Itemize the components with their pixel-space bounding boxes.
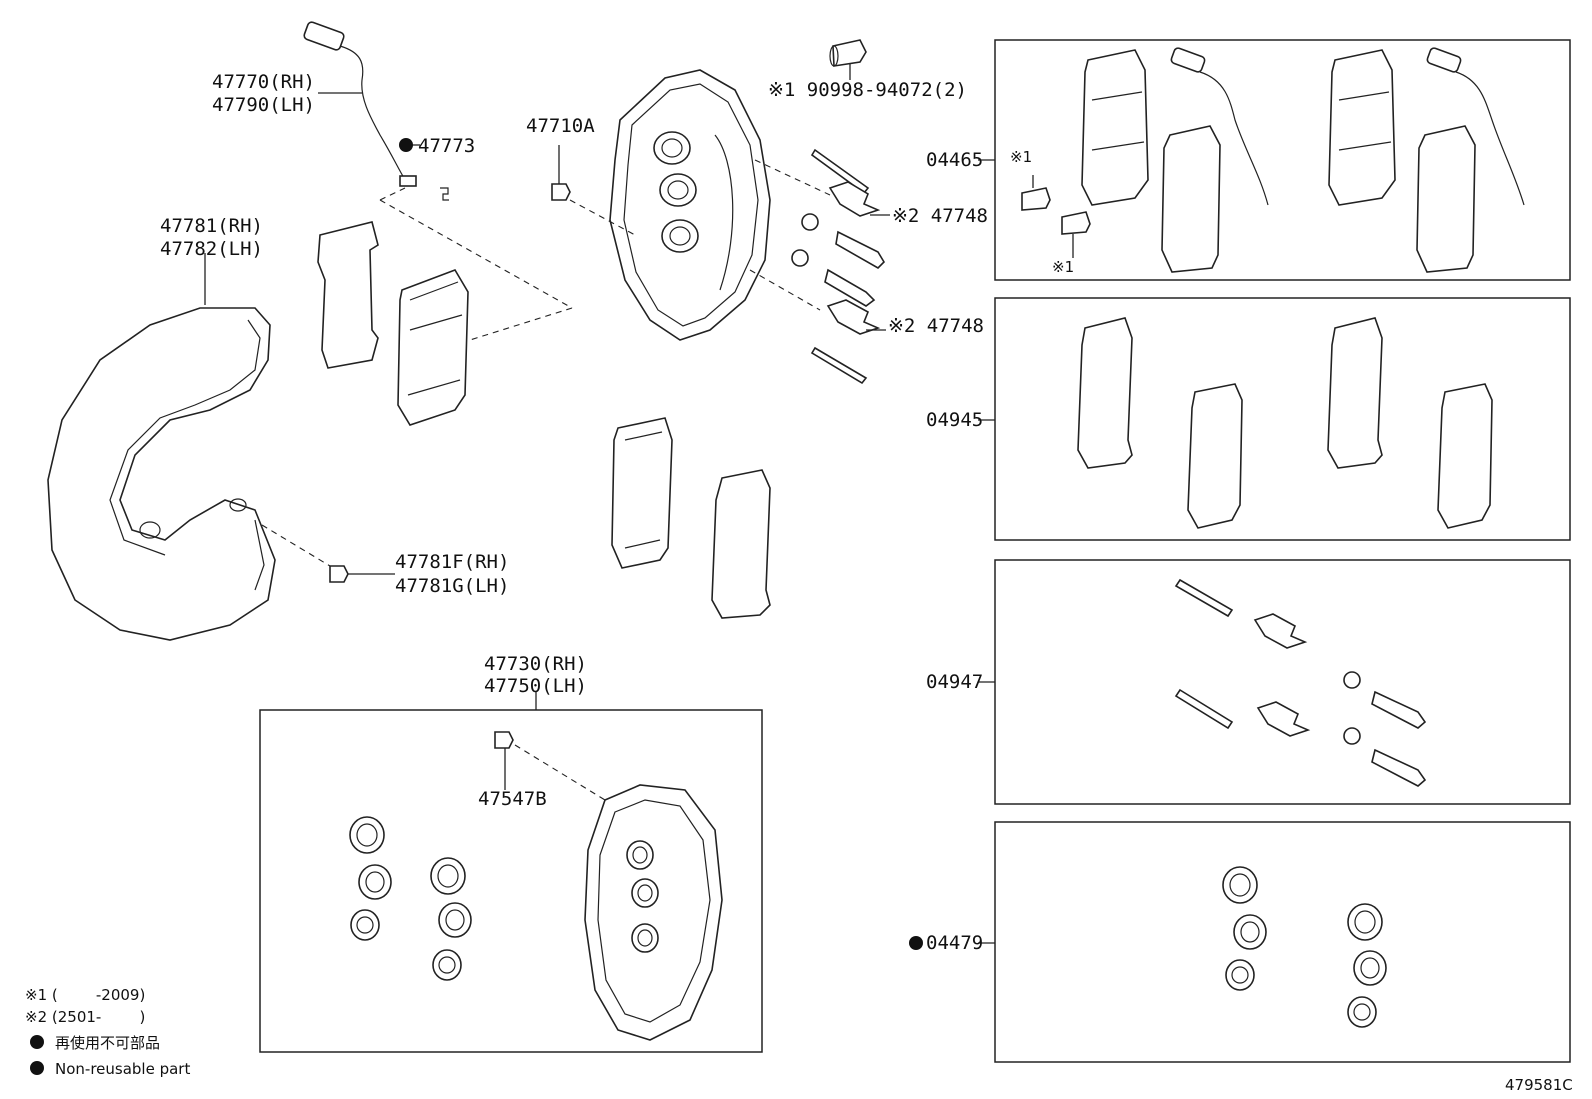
- label-sensor-rh: 47770(RH): [212, 71, 315, 93]
- legend-dot-en: [30, 1061, 44, 1075]
- label-bleeder-top: 47710A: [526, 115, 595, 137]
- dust-shield: [47, 307, 276, 641]
- legend-dot-jp: [30, 1035, 44, 1049]
- label-kit-04465: 04465: [926, 149, 983, 171]
- bleeder-47547B: [494, 731, 514, 749]
- label-shield-lh: 47782(LH): [160, 238, 263, 260]
- label-caliper-lh: 47750(LH): [484, 675, 587, 697]
- caliper-assembly-box: [259, 709, 763, 1053]
- brake-caliper-top: [609, 69, 771, 341]
- brake-pad-plate-2: [711, 469, 771, 619]
- legend-note1: ※1 ( -2009): [25, 986, 145, 1004]
- kit-04479-contents: [1222, 866, 1387, 1028]
- seal-rings-assembly: [349, 816, 472, 981]
- nonreusable-dot-47773: [399, 138, 413, 152]
- pin-spring-set-top: [791, 148, 886, 385]
- legend-nonreusable-jp: 再使用不可部品: [55, 1034, 160, 1052]
- label-clip: 47773: [418, 135, 475, 157]
- label-kit-note-b: ※1: [1052, 258, 1074, 276]
- label-shield-rh: 47781(RH): [160, 215, 263, 237]
- label-caliper-rh: 47730(RH): [484, 653, 587, 675]
- kit-04465-contents: [1021, 47, 1525, 273]
- bleeder-top: [551, 183, 571, 201]
- label-kit-04945: 04945: [926, 409, 983, 431]
- label-bushing: ※1 90998-94072(2): [768, 79, 967, 101]
- legend-note2: ※2 (2501- ): [25, 1008, 145, 1026]
- shield-bolt: [329, 565, 349, 583]
- nonreusable-dot-04479: [909, 936, 923, 950]
- label-spring-upper: ※2 47748: [892, 205, 988, 227]
- legend-nonreusable-en: Non-reusable part: [55, 1060, 190, 1078]
- brake-pad-2: [611, 417, 673, 569]
- brake-caliper-assembly: [584, 784, 723, 1041]
- label-kit-04479: 04479: [926, 932, 983, 954]
- label-kit-note-a: ※1: [1010, 148, 1032, 166]
- diagram-id: 479581C: [1505, 1076, 1573, 1094]
- clip-part: [440, 187, 449, 201]
- kit-box-04465: [994, 39, 1571, 281]
- brake-pad-plate-1: [317, 221, 379, 369]
- bushing-part: [832, 39, 867, 67]
- label-bolt-lh: 47781G(LH): [395, 575, 509, 597]
- kit-box-04945: [994, 297, 1571, 541]
- label-bolt-rh: 47781F(RH): [395, 551, 509, 573]
- kit-04947-contents: [1174, 578, 1427, 787]
- kit-box-04947: [994, 559, 1571, 805]
- brake-pad-1: [397, 269, 469, 426]
- label-kit-04947: 04947: [926, 671, 983, 693]
- label-bleeder: 47547B: [478, 788, 547, 810]
- kit-box-04479: [994, 821, 1571, 1063]
- kit-04945-contents: [1077, 317, 1493, 529]
- label-sensor-lh: 47790(LH): [212, 94, 315, 116]
- label-spring-lower: ※2 47748: [888, 315, 984, 337]
- wear-sensor: [303, 21, 417, 187]
